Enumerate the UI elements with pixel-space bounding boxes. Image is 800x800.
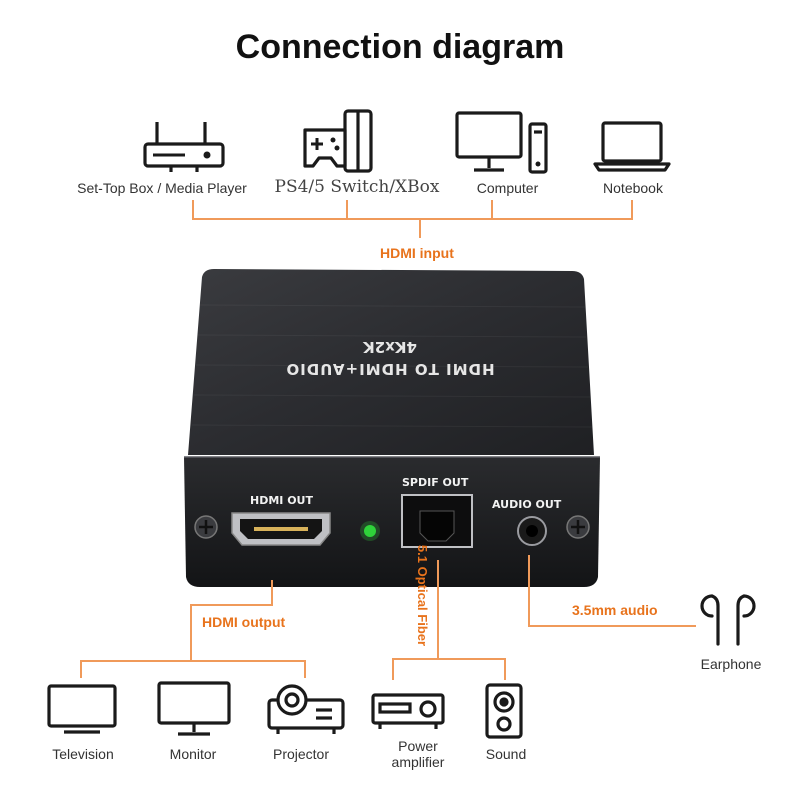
wire-audio-stem (528, 555, 530, 627)
wire-input-stem (419, 218, 421, 238)
audio-35mm-label: 3.5mm audio (572, 602, 658, 618)
projector-icon (267, 684, 345, 734)
output-label-earphone: Earphone (700, 656, 762, 672)
output-label-sound: Sound (485, 746, 527, 762)
router-icon (143, 122, 225, 172)
wire-input-bus (192, 218, 633, 220)
output-label-television: Television (52, 746, 114, 762)
output-label-power-amplifier: Power amplifier (391, 738, 445, 770)
wire-projector-drop (304, 660, 306, 678)
hdmi-out-port-label: HDMI OUT (250, 494, 313, 507)
wire-hdmi-out-jog (190, 604, 272, 606)
wire-sound-drop (504, 658, 506, 680)
screw-left (194, 515, 218, 539)
wire-input-drop-1 (192, 200, 194, 220)
output-label-projector: Projector (272, 746, 330, 762)
wire-tv-drop (80, 660, 82, 678)
input-label-computer: Computer (476, 180, 539, 196)
television-icon (47, 684, 117, 734)
wire-audio-run (528, 625, 696, 627)
wire-hdmi-out-stem (190, 604, 192, 662)
wire-input-drop-3 (491, 200, 493, 220)
desktop-computer-icon (455, 111, 548, 174)
monitor-icon (157, 681, 231, 736)
optical-fiber-label: 5.1 Optical Fiber (415, 544, 431, 647)
earphone-icon (700, 594, 756, 646)
laptop-icon (593, 121, 671, 172)
hdmi-input-label: HDMI input (380, 245, 454, 261)
input-label-consoles: PS4/5 Switch/XBox (274, 177, 440, 197)
input-label-set-top-box: Set-Top Box / Media Player (77, 180, 247, 196)
audio-out-port-label: AUDIO OUT (492, 498, 562, 511)
page-title: Connection diagram (235, 28, 565, 66)
wire-optical-bus (392, 658, 506, 660)
amplifier-icon (371, 693, 445, 729)
converter-device (184, 269, 600, 587)
wire-input-drop-2 (346, 200, 348, 220)
wire-amplifier-drop (392, 658, 394, 680)
wire-optical-stem (437, 560, 439, 660)
speaker-icon (485, 683, 523, 739)
screw-right (566, 515, 590, 539)
device-resolution: 4Kx2K (363, 338, 417, 356)
device-model-name: HDMI TO HDMI+AUDIO (285, 360, 495, 378)
spdif-out-port-label: SPDIF OUT (402, 476, 469, 489)
wire-hdmi-out-bus (80, 660, 306, 662)
wire-input-drop-4 (631, 200, 633, 220)
wire-hdmi-out-port (271, 580, 273, 606)
hdmi-output-label: HDMI output (202, 614, 286, 630)
output-label-monitor: Monitor (169, 746, 217, 762)
gamepad-icon (303, 109, 373, 173)
input-label-notebook: Notebook (603, 180, 663, 196)
